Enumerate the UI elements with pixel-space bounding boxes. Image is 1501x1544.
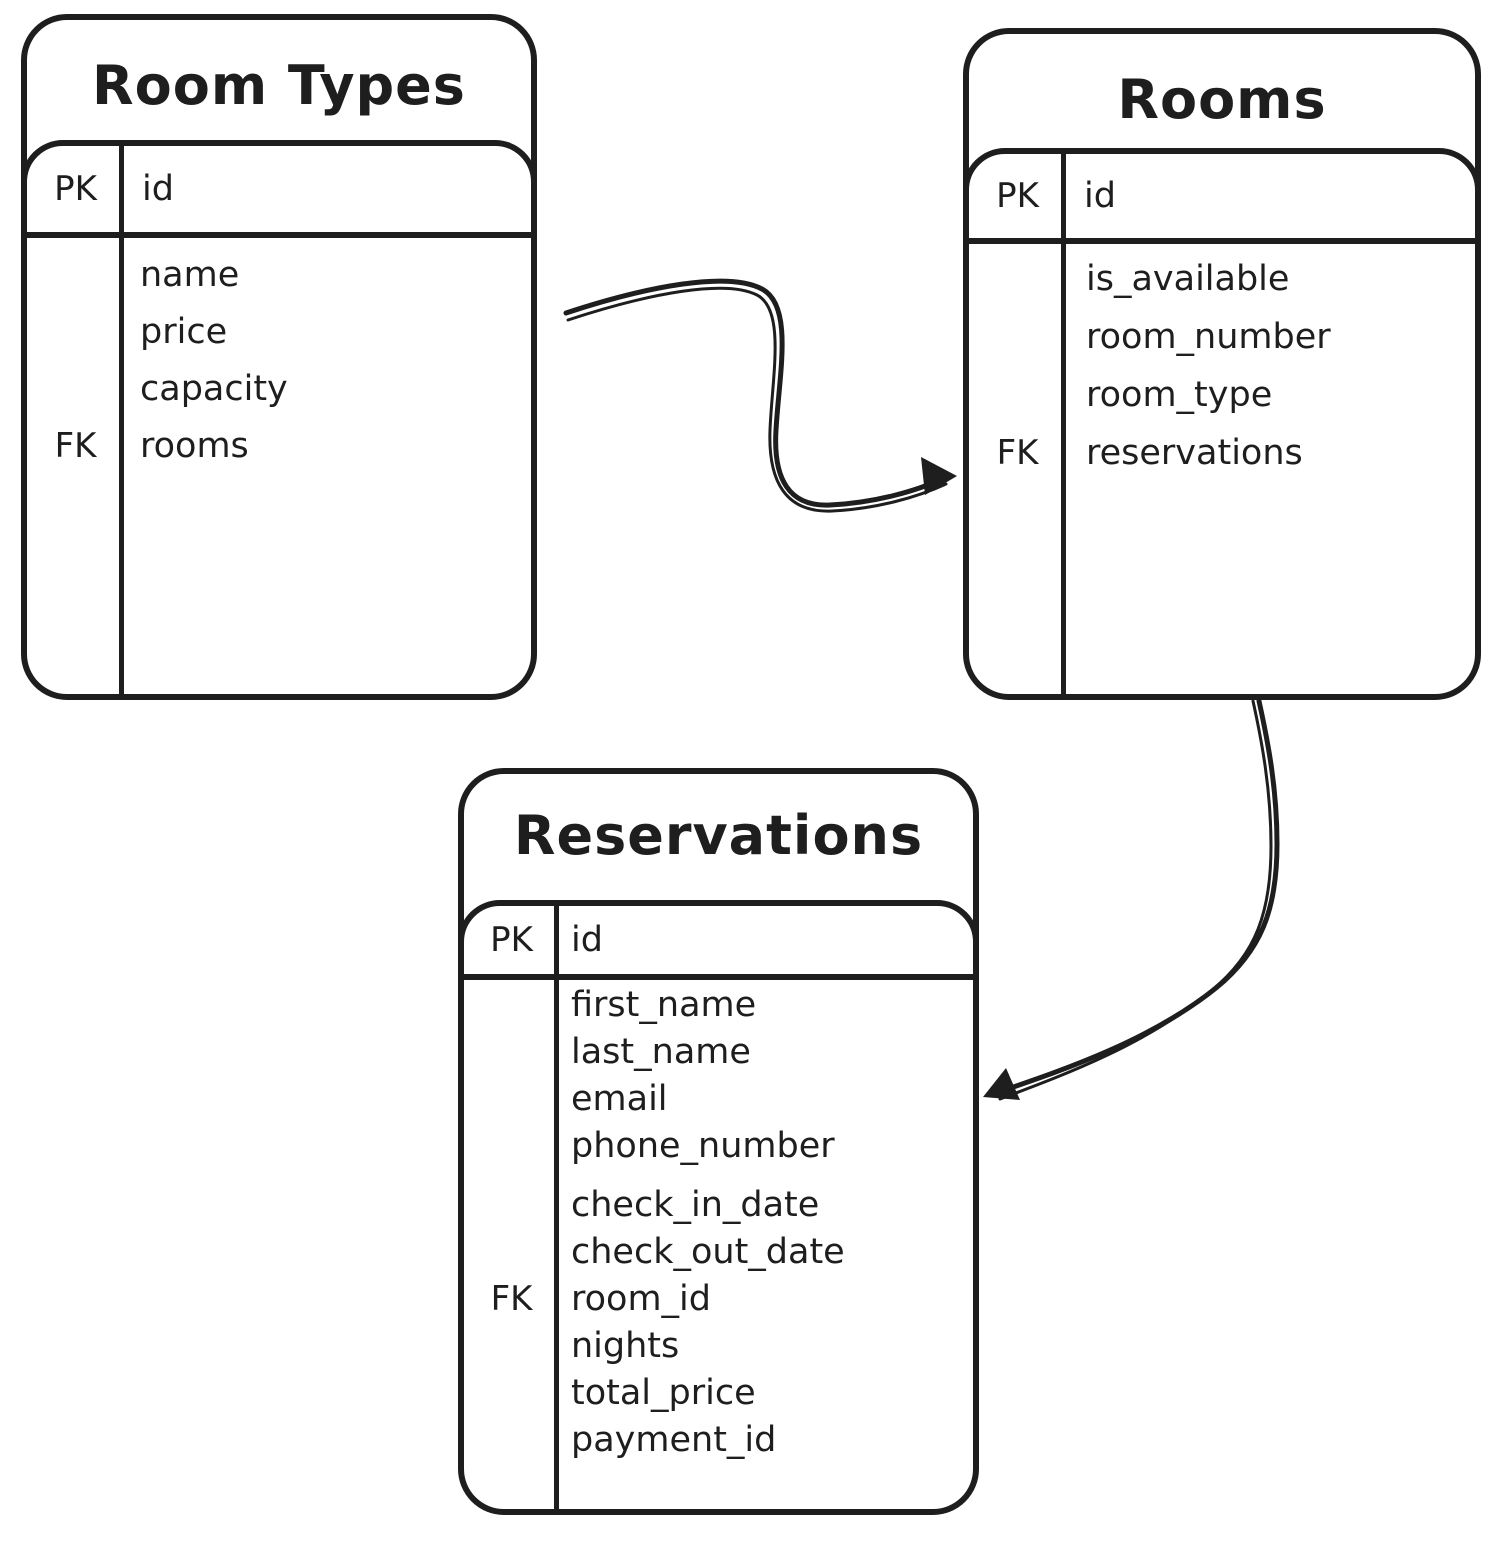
fk-label: FK <box>54 425 97 466</box>
relation-arrow-rooms-to-reservations <box>983 698 1280 1101</box>
field-name: check_out_date <box>571 1231 845 1272</box>
pk-label: PK <box>490 920 533 960</box>
table-room-types: Room Types PK id name price capacity FK … <box>21 14 537 700</box>
field-row: check_in_date <box>464 1181 973 1228</box>
arrowhead-icon <box>983 1068 1020 1100</box>
field-row: FK room_id <box>464 1275 973 1322</box>
arrowhead-icon <box>921 457 957 495</box>
field-row: capacity <box>27 360 531 417</box>
field-name: last_name <box>571 1031 751 1072</box>
field-row: phone_number <box>464 1122 973 1169</box>
field-name: total_price <box>571 1372 756 1413</box>
field-row: room_number <box>969 308 1475 366</box>
field-name: room_type <box>1086 375 1273 415</box>
field-name: rooms <box>140 425 249 466</box>
field-name: first_name <box>571 984 757 1025</box>
table-header-row: PK id <box>963 148 1481 244</box>
field-name: room_number <box>1086 317 1331 357</box>
field-name: reservations <box>1086 433 1303 473</box>
field-row: total_price <box>464 1369 973 1416</box>
table-title: Rooms <box>1117 68 1327 131</box>
field-row: last_name <box>464 1028 973 1075</box>
field-row: name <box>27 246 531 303</box>
field-name: payment_id <box>571 1419 777 1460</box>
field-row: check_out_date <box>464 1228 973 1275</box>
relation-arrow-roomtypes-to-rooms <box>563 278 957 513</box>
table-rooms: Rooms PK id is_available room_number roo… <box>963 28 1481 700</box>
field-row: payment_id <box>464 1416 973 1463</box>
field-row: first_name <box>464 981 973 1028</box>
fields-list: name price capacity FK rooms <box>27 246 531 474</box>
fk-label: FK <box>490 1278 533 1319</box>
table-title: Reservations <box>513 804 924 867</box>
field-row: price <box>27 303 531 360</box>
field-row: email <box>464 1075 973 1122</box>
field-name: price <box>140 311 228 352</box>
field-name: name <box>140 254 240 295</box>
field-name: capacity <box>140 368 288 409</box>
field-row: FK reservations <box>969 424 1475 482</box>
table-title: Room Types <box>92 54 466 117</box>
field-row: FK rooms <box>27 417 531 474</box>
table-reservations: Reservations PK id first_name last_name … <box>458 768 979 1515</box>
pk-field: id <box>1084 176 1116 216</box>
fields-list: first_name last_name email phone_number … <box>464 981 973 1463</box>
field-row: nights <box>464 1322 973 1369</box>
field-name: is_available <box>1086 259 1290 299</box>
field-name: room_id <box>571 1278 711 1319</box>
pk-field: id <box>142 169 174 209</box>
field-row: is_available <box>969 250 1475 308</box>
field-row: room_type <box>969 366 1475 424</box>
key-column-divider <box>554 900 559 1509</box>
table-header-row: PK id <box>458 900 979 980</box>
fields-list: is_available room_number room_type FK re… <box>969 250 1475 482</box>
field-name: nights <box>571 1325 680 1366</box>
field-name: phone_number <box>571 1125 835 1166</box>
pk-label: PK <box>54 169 97 209</box>
field-name: check_in_date <box>571 1184 820 1225</box>
fk-label: FK <box>996 433 1039 473</box>
table-header-row: PK id <box>21 140 537 238</box>
pk-label: PK <box>996 176 1039 216</box>
key-column-divider <box>119 140 124 694</box>
pk-field: id <box>571 920 603 960</box>
field-name: email <box>571 1078 668 1119</box>
key-column-divider <box>1061 148 1066 694</box>
